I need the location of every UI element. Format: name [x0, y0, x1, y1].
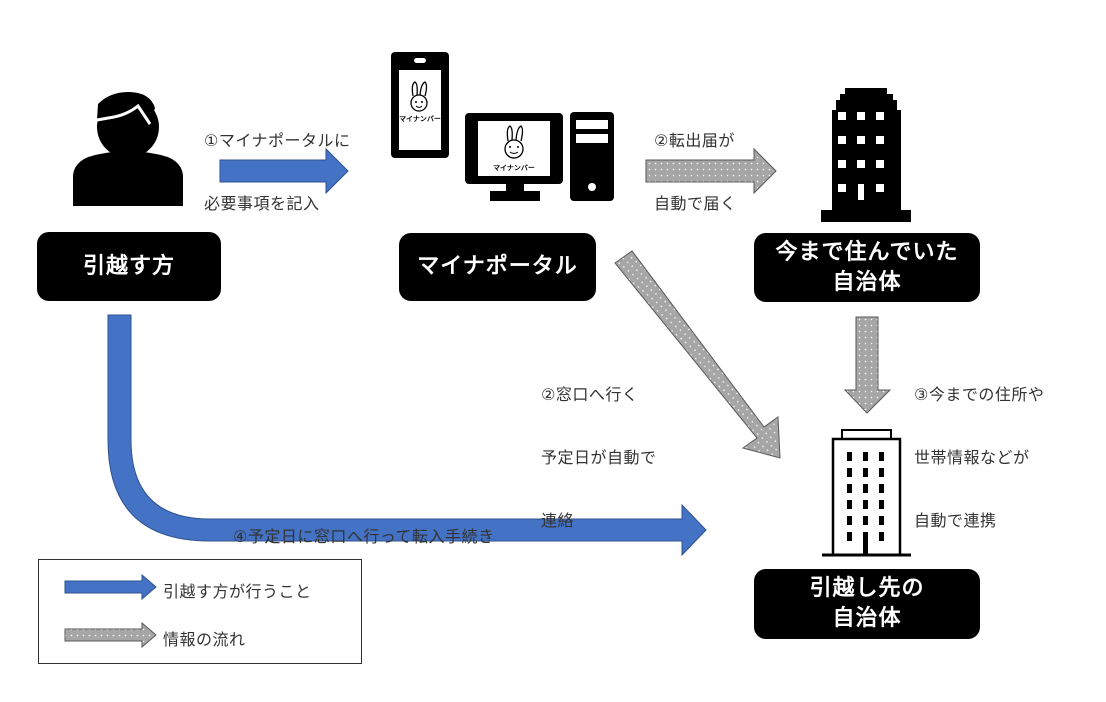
legend-label-action: 引越す方が行うこと	[163, 582, 312, 601]
node-mover: 引越す方	[37, 232, 221, 301]
node-old-municipality: 今まで住んでいた 自治体	[754, 233, 980, 302]
step3-line-1: ③今までの住所や	[914, 385, 1045, 404]
step2b-caption: ②窓口へ行く 予定日が自動で 連絡	[541, 342, 657, 573]
legend: 引越す方が行うこと 情報の流れ	[38, 559, 362, 664]
monitor-icon: マイナンバー	[465, 113, 563, 201]
arrow-old-to-new-municipality	[843, 316, 892, 414]
step2a-caption: ②転出届が 自動で届く	[654, 88, 737, 256]
step2a-line-2: 自動で届く	[654, 194, 737, 213]
node-new-municipality-line-1: 引越し先の	[809, 576, 925, 601]
node-mover-label: 引越す方	[82, 253, 175, 279]
node-new-municipality: 引越し先の 自治体	[754, 569, 980, 639]
legend-item-action: 引越す方が行うこと	[39, 574, 361, 604]
node-myna-portal: マイナポータル	[399, 233, 596, 301]
step2b-line-3: 連絡	[541, 511, 575, 530]
step1-caption: ①マイナポータルに 必要事項を記入	[204, 88, 351, 256]
legend-label-info: 情報の流れ	[163, 630, 246, 649]
step3-line-3: 自動で連携	[914, 511, 997, 530]
building-icon-old-municipality	[821, 88, 911, 222]
node-old-municipality-line-2: 自治体	[832, 269, 902, 295]
arrow-portal-to-old-municipality	[645, 147, 777, 195]
pc-tower-icon	[570, 112, 614, 201]
mascot-label: マイナンバー	[493, 164, 535, 172]
building-icon-new-municipality	[822, 429, 911, 557]
node-new-municipality-line-2: 自治体	[832, 606, 902, 631]
step2b-line-1: ②窓口へ行く	[541, 385, 639, 404]
step3-line-2: 世帯情報などが	[914, 448, 1030, 467]
mascot-icon	[504, 125, 524, 159]
gray-dotted-arrow-icon	[64, 622, 157, 648]
step4-line-1: ④予定日に窓口へ行って転入手続き	[233, 527, 495, 546]
step2a-line-1: ②転出届が	[654, 131, 735, 150]
step4-caption: ④予定日に窓口へ行って転入手続き	[233, 484, 495, 589]
person-icon	[73, 92, 183, 206]
step2b-line-2: 予定日が自動で	[541, 448, 657, 467]
node-myna-portal-label: マイナポータル	[417, 254, 578, 279]
step1-line-1: ①マイナポータルに	[204, 131, 351, 150]
mascot-icon	[410, 81, 428, 112]
blue-arrow-icon	[64, 574, 157, 600]
mascot-label: マイナンバー	[399, 115, 441, 123]
node-old-municipality-line-1: 今まで住んでいた	[775, 239, 959, 265]
legend-item-info: 情報の流れ	[39, 622, 361, 652]
smartphone-icon: マイナンバー	[391, 52, 449, 158]
step3-caption: ③今までの住所や 世帯情報などが 自動で連携	[914, 342, 1044, 573]
arrow-mover-to-new-municipality	[107, 314, 707, 557]
arrow-portal-to-new-municipality	[614, 250, 781, 459]
step1-line-2: 必要事項を記入	[204, 194, 320, 213]
arrow-mover-to-portal	[219, 147, 349, 195]
